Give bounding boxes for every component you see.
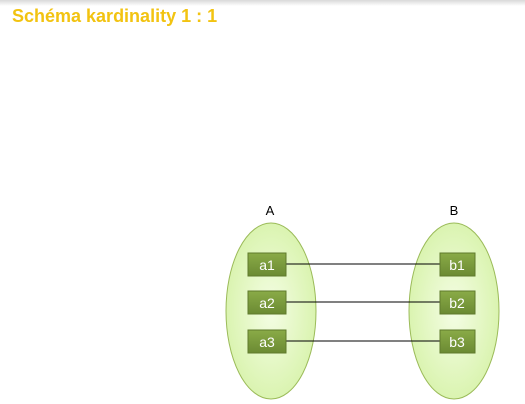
element-b3: b3 <box>439 329 476 354</box>
element-b2-box <box>439 290 476 315</box>
element-a1-box <box>247 252 287 277</box>
element-b2: b2 <box>439 290 476 315</box>
set-a-label: A <box>266 203 275 218</box>
element-a3-box <box>247 329 287 354</box>
page-title: Schéma kardinality 1 : 1 <box>12 6 218 26</box>
element-a2-box <box>247 290 287 315</box>
element-b1: b1 <box>439 252 476 277</box>
element-a3-label: a3 <box>259 334 275 350</box>
element-a2-label: a2 <box>259 295 275 311</box>
set-b-label: B <box>450 203 459 218</box>
element-b3-box <box>439 329 476 354</box>
element-a2: a2 <box>247 290 287 315</box>
top-shade <box>0 0 525 6</box>
element-b1-box <box>439 252 476 277</box>
element-a1: a1 <box>247 252 287 277</box>
element-a1-label: a1 <box>259 257 275 273</box>
element-b1-label: b1 <box>449 257 465 273</box>
element-b2-label: b2 <box>449 295 465 311</box>
element-b3-label: b3 <box>449 334 465 350</box>
element-a3: a3 <box>247 329 287 354</box>
